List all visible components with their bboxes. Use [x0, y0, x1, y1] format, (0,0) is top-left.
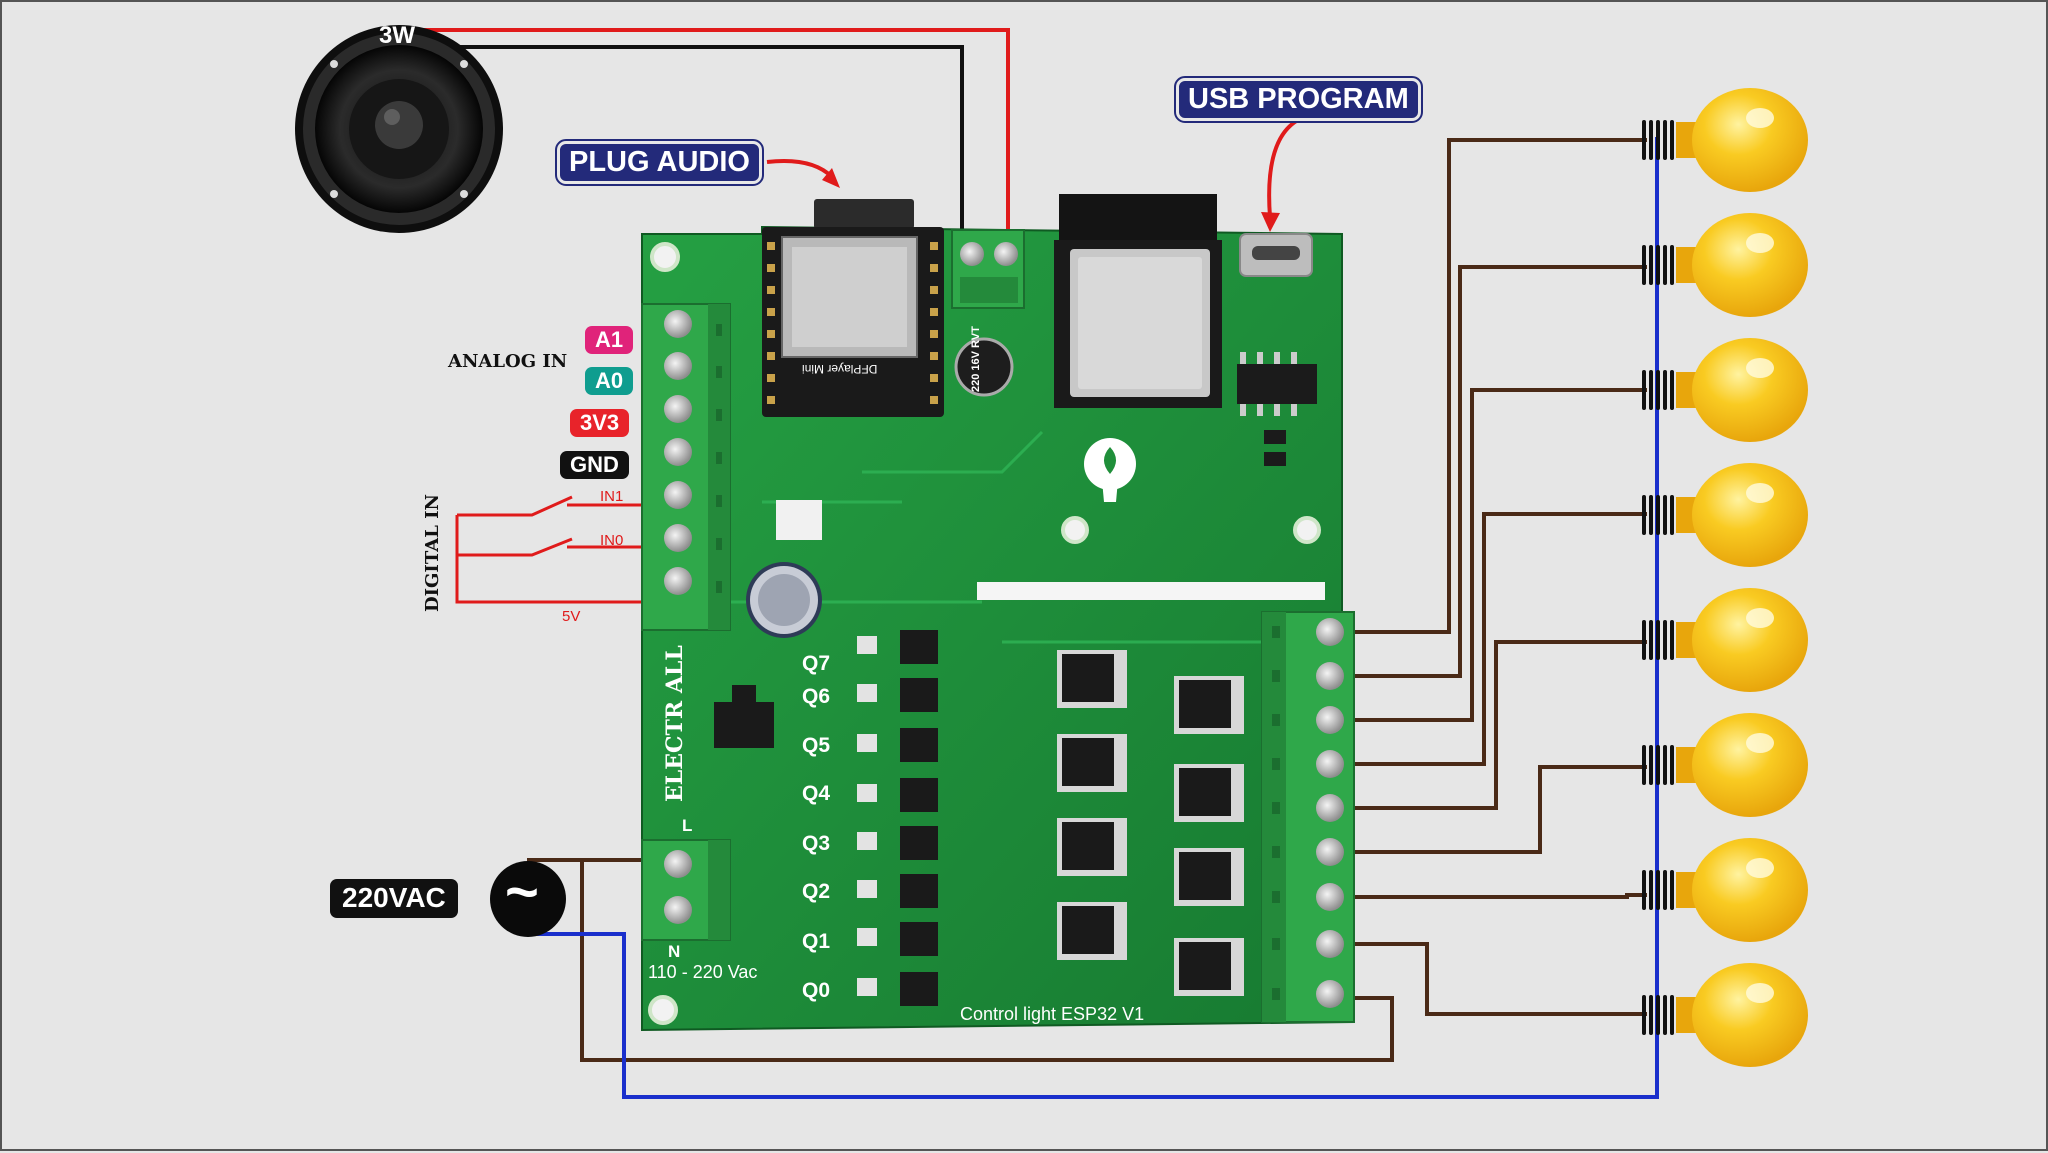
5v-label: 5V [562, 608, 581, 625]
pin-label-gnd: GND [560, 451, 629, 480]
usb-program-callout: USB PROGRAM [1174, 76, 1423, 123]
output-label-q5: Q5 [802, 734, 831, 757]
arrow-heads [822, 168, 1280, 232]
light-bulb [1642, 838, 1808, 942]
capacitor-text: 220 16V RVT [970, 326, 982, 392]
output-label-q0: Q0 [802, 979, 831, 1002]
dfplayer-text: DFPlayer Mini [802, 362, 878, 376]
output-label-q7: Q7 [802, 652, 831, 675]
in1-label: IN1 [600, 488, 624, 505]
power-terminal-block [641, 839, 731, 941]
usb-chips [1237, 352, 1317, 466]
speaker-terminal [951, 229, 1025, 309]
in0-label: IN0 [600, 532, 624, 549]
analog-in-label: ANALOG IN [448, 351, 568, 372]
output-label-q3: Q3 [802, 832, 831, 855]
light-bulb [1642, 88, 1808, 192]
small-capacitor [954, 337, 1014, 397]
plug-audio-callout: PLUG AUDIO [555, 139, 764, 186]
output-drivers [857, 630, 1244, 1006]
output-label-q2: Q2 [802, 880, 831, 903]
digital-in-wiring [455, 495, 647, 604]
speaker-label: 3W [379, 22, 415, 49]
pin-label-a1: A1 [585, 326, 634, 355]
output-terminal-block [1261, 611, 1355, 1023]
speaker [295, 25, 503, 233]
pin-label-a0: A0 [585, 367, 634, 396]
output-label-q1: Q1 [802, 930, 831, 953]
optocoupler [776, 500, 822, 540]
power-label: 220VAC [330, 879, 458, 918]
input-range-label: 110 - 220 Vac [648, 962, 758, 982]
bulk-capacitor [746, 562, 822, 638]
light-bulb [1642, 963, 1808, 1067]
pcb-board [641, 225, 1356, 1032]
pin-label-3v3: 3V3 [570, 409, 630, 438]
light-bulb [1642, 588, 1808, 692]
speaker-wires [397, 28, 1010, 247]
brand-logo-icon [1084, 438, 1136, 502]
light-bulb [1642, 213, 1808, 317]
output-label-q6: Q6 [802, 685, 831, 708]
bulbs [1642, 88, 1808, 1067]
terminal-label-l: L [682, 816, 693, 835]
board-name-label: Control light ESP32 V1 [960, 1004, 1145, 1024]
ac-source-icon [490, 861, 566, 937]
light-bulb [1642, 463, 1808, 567]
esp32-module [1054, 194, 1222, 408]
ac-symbol: ~ [505, 860, 539, 925]
output-wires [532, 138, 1647, 1062]
light-bulb [1642, 338, 1808, 442]
terminal-label-n: N [668, 942, 681, 961]
dfplayer-module [762, 199, 944, 417]
usb-c-port [1239, 233, 1313, 277]
digital-in-label: DIGITAL IN [422, 494, 443, 612]
light-bulb [1642, 713, 1808, 817]
output-label-q4: Q4 [802, 782, 831, 805]
voltage-regulator [714, 685, 774, 748]
input-terminal-block [641, 303, 731, 631]
brand-label: ELECTR ALL [662, 645, 688, 802]
